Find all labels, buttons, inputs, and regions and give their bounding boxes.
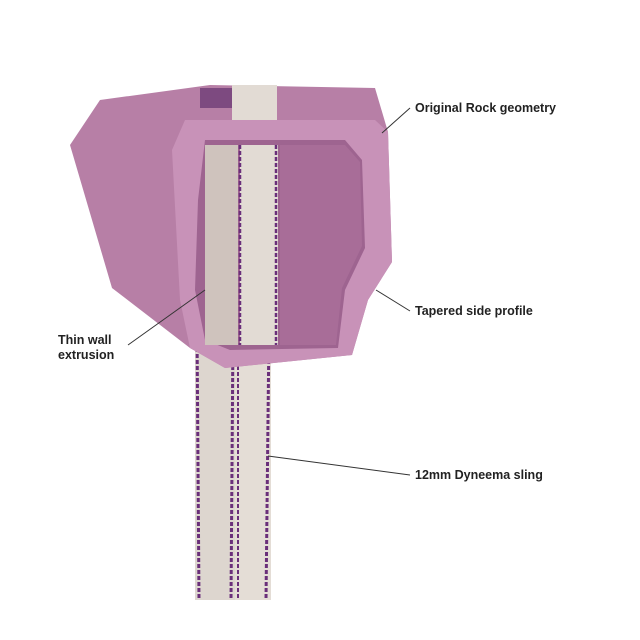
- label-sling: 12mm Dyneema sling: [415, 468, 543, 482]
- label-thin-wall: Thin wall extrusion: [58, 333, 114, 363]
- sling-inside: [200, 85, 278, 345]
- label-tapered-profile: Tapered side profile: [415, 304, 533, 318]
- sling: [195, 329, 271, 601]
- label-thin-wall-line1: Thin wall: [58, 333, 112, 347]
- label-thin-wall-line2: extrusion: [58, 348, 115, 362]
- label-original-geometry: Original Rock geometry: [415, 101, 557, 115]
- callout-lines: [127, 107, 411, 476]
